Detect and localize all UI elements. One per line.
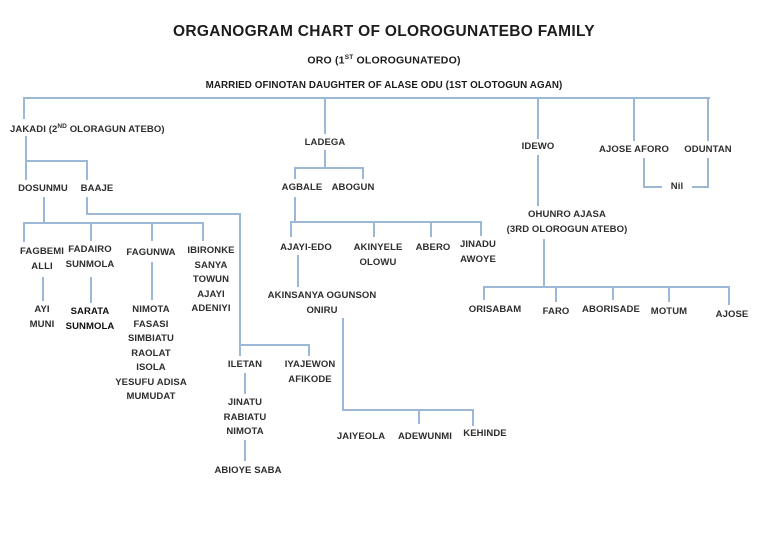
node-baaje: BAAJE [80, 183, 114, 194]
connector [418, 409, 420, 424]
node-orisabam: ORISABAM [468, 304, 522, 315]
page-subtitle: ORO (1ST OLOROGUNATEDO) [0, 54, 768, 67]
node-fagunwa: FAGUNWA [126, 247, 176, 258]
connector [707, 158, 709, 188]
node-fagunwa-children: NIMOTA FASASI SIMBIATU RAOLAT ISOLA YESU… [115, 304, 187, 402]
connector [294, 197, 296, 222]
node-ajose: AJOSE [715, 309, 749, 320]
node-kehinde: KEHINDE [463, 428, 507, 439]
node-jinadu-awoye: JINADU AWOYE [460, 239, 496, 265]
node-nil: Nil [670, 181, 684, 192]
node-jinatu-group: JINATU RABIATU NIMOTA [223, 397, 267, 437]
connector [483, 286, 485, 300]
node-ohunro-ajasa: OHUNRO AJASA (3RD OLOROGUN ATEBO) [506, 209, 628, 235]
connector [643, 158, 645, 188]
connector [483, 286, 730, 288]
node-faro: FARO [542, 306, 570, 317]
node-abero: ABERO [415, 242, 451, 253]
connector [324, 97, 326, 134]
page-title: ORGANOGRAM CHART OF OLOROGUNATEBO FAMILY [173, 23, 595, 40]
node-iyajewon-afikode: IYAJEWON AFIKODE [284, 359, 336, 385]
node-ayi-muni: AYI MUNI [29, 304, 55, 330]
connector [633, 97, 635, 141]
connector [707, 97, 709, 141]
subtitle-superscript: ST [344, 54, 354, 61]
connector [239, 344, 241, 356]
connector [86, 213, 241, 215]
connector [294, 167, 364, 169]
connector [308, 344, 310, 356]
subtitle-text-end: OLOROGUNATEDO) [353, 54, 461, 67]
node-jakadi-superscript: ND [57, 123, 67, 130]
connector [543, 239, 545, 287]
connector [90, 222, 92, 241]
node-fadairo-sunmola: FADAIRO SUNMOLA [65, 244, 115, 270]
connector [362, 167, 364, 179]
connector [23, 222, 204, 224]
connector [643, 186, 662, 188]
node-fagbemi-alli: FAGBEMI ALLI [20, 246, 64, 272]
connector [294, 167, 296, 179]
connector [239, 344, 310, 346]
connector [430, 221, 432, 237]
connector [480, 221, 482, 236]
node-ladega: LADEGA [304, 137, 346, 148]
node-akinsanya-ogunson-oniru: AKINSANYA OGUNSON ONIRU [267, 290, 377, 316]
node-agbale: AGBALE [281, 182, 323, 193]
connector [202, 222, 204, 241]
node-motum: MOTUM [650, 306, 688, 317]
connector [239, 213, 241, 345]
married-line: MARRIED OFINOTAN DAUGHTER OF ALASE ODU (… [205, 80, 563, 91]
node-ibironke-group: IBIRONKE SANYA TOWUN AJAYI ADENIYI [187, 245, 235, 314]
connector [90, 277, 92, 303]
connector [692, 186, 709, 188]
connector [23, 222, 25, 242]
connector [151, 222, 153, 241]
connector [290, 221, 482, 223]
subtitle-text: ORO (1 [307, 54, 345, 67]
node-dosunmu: DOSUNMU [18, 183, 68, 194]
connector [728, 286, 730, 305]
node-jaiyeola: JAIYEOLA [336, 431, 386, 442]
connector [537, 155, 539, 206]
connector [612, 286, 614, 300]
node-ajayi-edo: AJAYI-EDO [280, 242, 332, 253]
connector [324, 150, 326, 168]
connector [23, 97, 25, 119]
connector [244, 373, 246, 394]
connector [25, 160, 27, 180]
node-sarata-sunmola: SARATA SUNMOLA [65, 306, 115, 332]
connector [151, 262, 153, 300]
node-jakadi-text: JAKADI (2 [10, 124, 58, 136]
node-jakadi: JAKADI (2ND OLORAGUN ATEBO) [10, 120, 165, 138]
node-ajose-aforo: AJOSE AFORO [599, 144, 669, 155]
node-aborisade: ABORISADE [582, 304, 640, 315]
node-jakadi-text-end: OLORAGUN ATEBO) [66, 124, 165, 136]
connector [25, 160, 88, 162]
node-akinyele-olowu: AKINYELE OLOWU [353, 242, 403, 268]
node-idewo: IDEWO [521, 141, 555, 152]
connector [472, 409, 474, 426]
node-iletan: ILETAN [227, 359, 263, 370]
connector [342, 409, 474, 411]
connector [86, 197, 88, 214]
connector [342, 318, 344, 410]
connector [244, 440, 246, 461]
connector [297, 255, 299, 287]
connector [23, 97, 710, 99]
node-adewunmi: ADEWUNMI [397, 431, 453, 442]
node-abioye-saba: ABIOYE SABA [214, 465, 282, 476]
node-oduntan: ODUNTAN [684, 144, 732, 155]
connector [43, 197, 45, 223]
connector [25, 136, 27, 160]
connector [555, 286, 557, 302]
connector [668, 286, 670, 302]
connector [373, 221, 375, 237]
connector [537, 97, 539, 139]
connector [86, 160, 88, 180]
node-abogun: ABOGUN [331, 182, 375, 193]
connector [290, 221, 292, 237]
connector [42, 277, 44, 301]
